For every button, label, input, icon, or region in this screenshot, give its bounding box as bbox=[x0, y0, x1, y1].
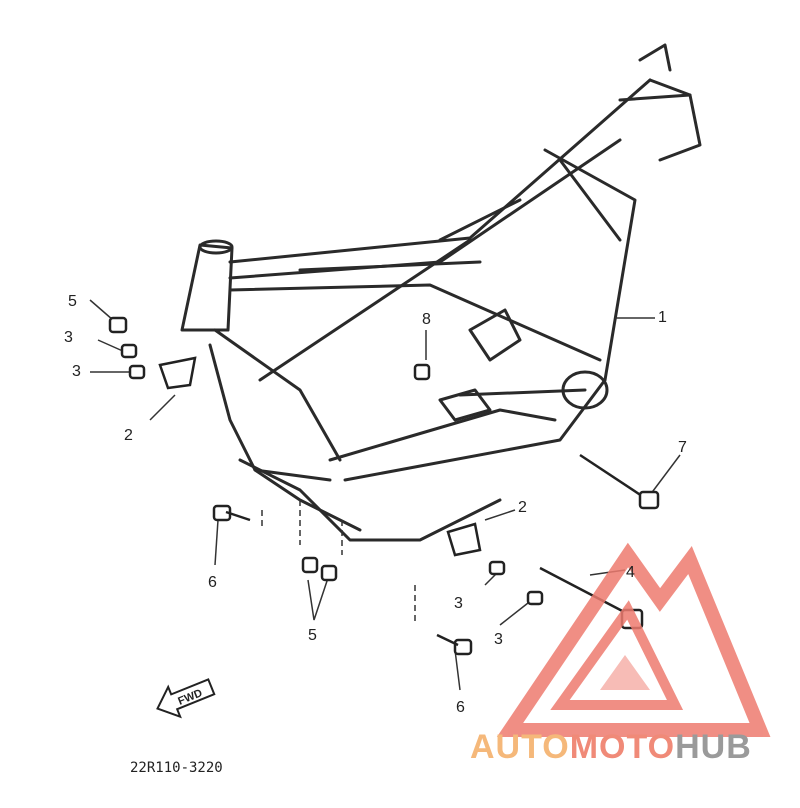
diagram-part-number: 22R110-3220 bbox=[130, 760, 223, 776]
callout-5-a: 5 bbox=[68, 293, 77, 310]
callout-3-d: 3 bbox=[494, 631, 503, 648]
hardware-parts bbox=[108, 316, 660, 656]
automotohub-logo-icon bbox=[496, 542, 771, 737]
callout-6-a: 6 bbox=[208, 574, 217, 591]
automotohub-watermark: AUTOMOTOHUB bbox=[470, 728, 752, 767]
leader-lines bbox=[89, 299, 681, 691]
callout-7: 7 bbox=[678, 439, 687, 456]
callout-8: 8 bbox=[422, 311, 431, 328]
callout-2-left: 2 bbox=[124, 427, 133, 444]
callout-2-right: 2 bbox=[518, 499, 527, 516]
watermark-auto: AUTO bbox=[470, 728, 570, 766]
motorcycle-frame bbox=[180, 43, 702, 542]
fwd-arrow-icon: FWD bbox=[156, 678, 216, 719]
callout-5-b: 5 bbox=[308, 627, 317, 644]
callout-1: 1 bbox=[658, 309, 667, 326]
callout-4: 4 bbox=[626, 564, 635, 581]
callout-3-c: 3 bbox=[454, 595, 463, 612]
callout-3-b: 3 bbox=[72, 363, 81, 380]
callout-3-a: 3 bbox=[64, 329, 73, 346]
watermark-hub: HUB bbox=[675, 728, 752, 766]
callout-6-b: 6 bbox=[456, 699, 465, 716]
watermark-moto: MOTO bbox=[569, 728, 676, 766]
